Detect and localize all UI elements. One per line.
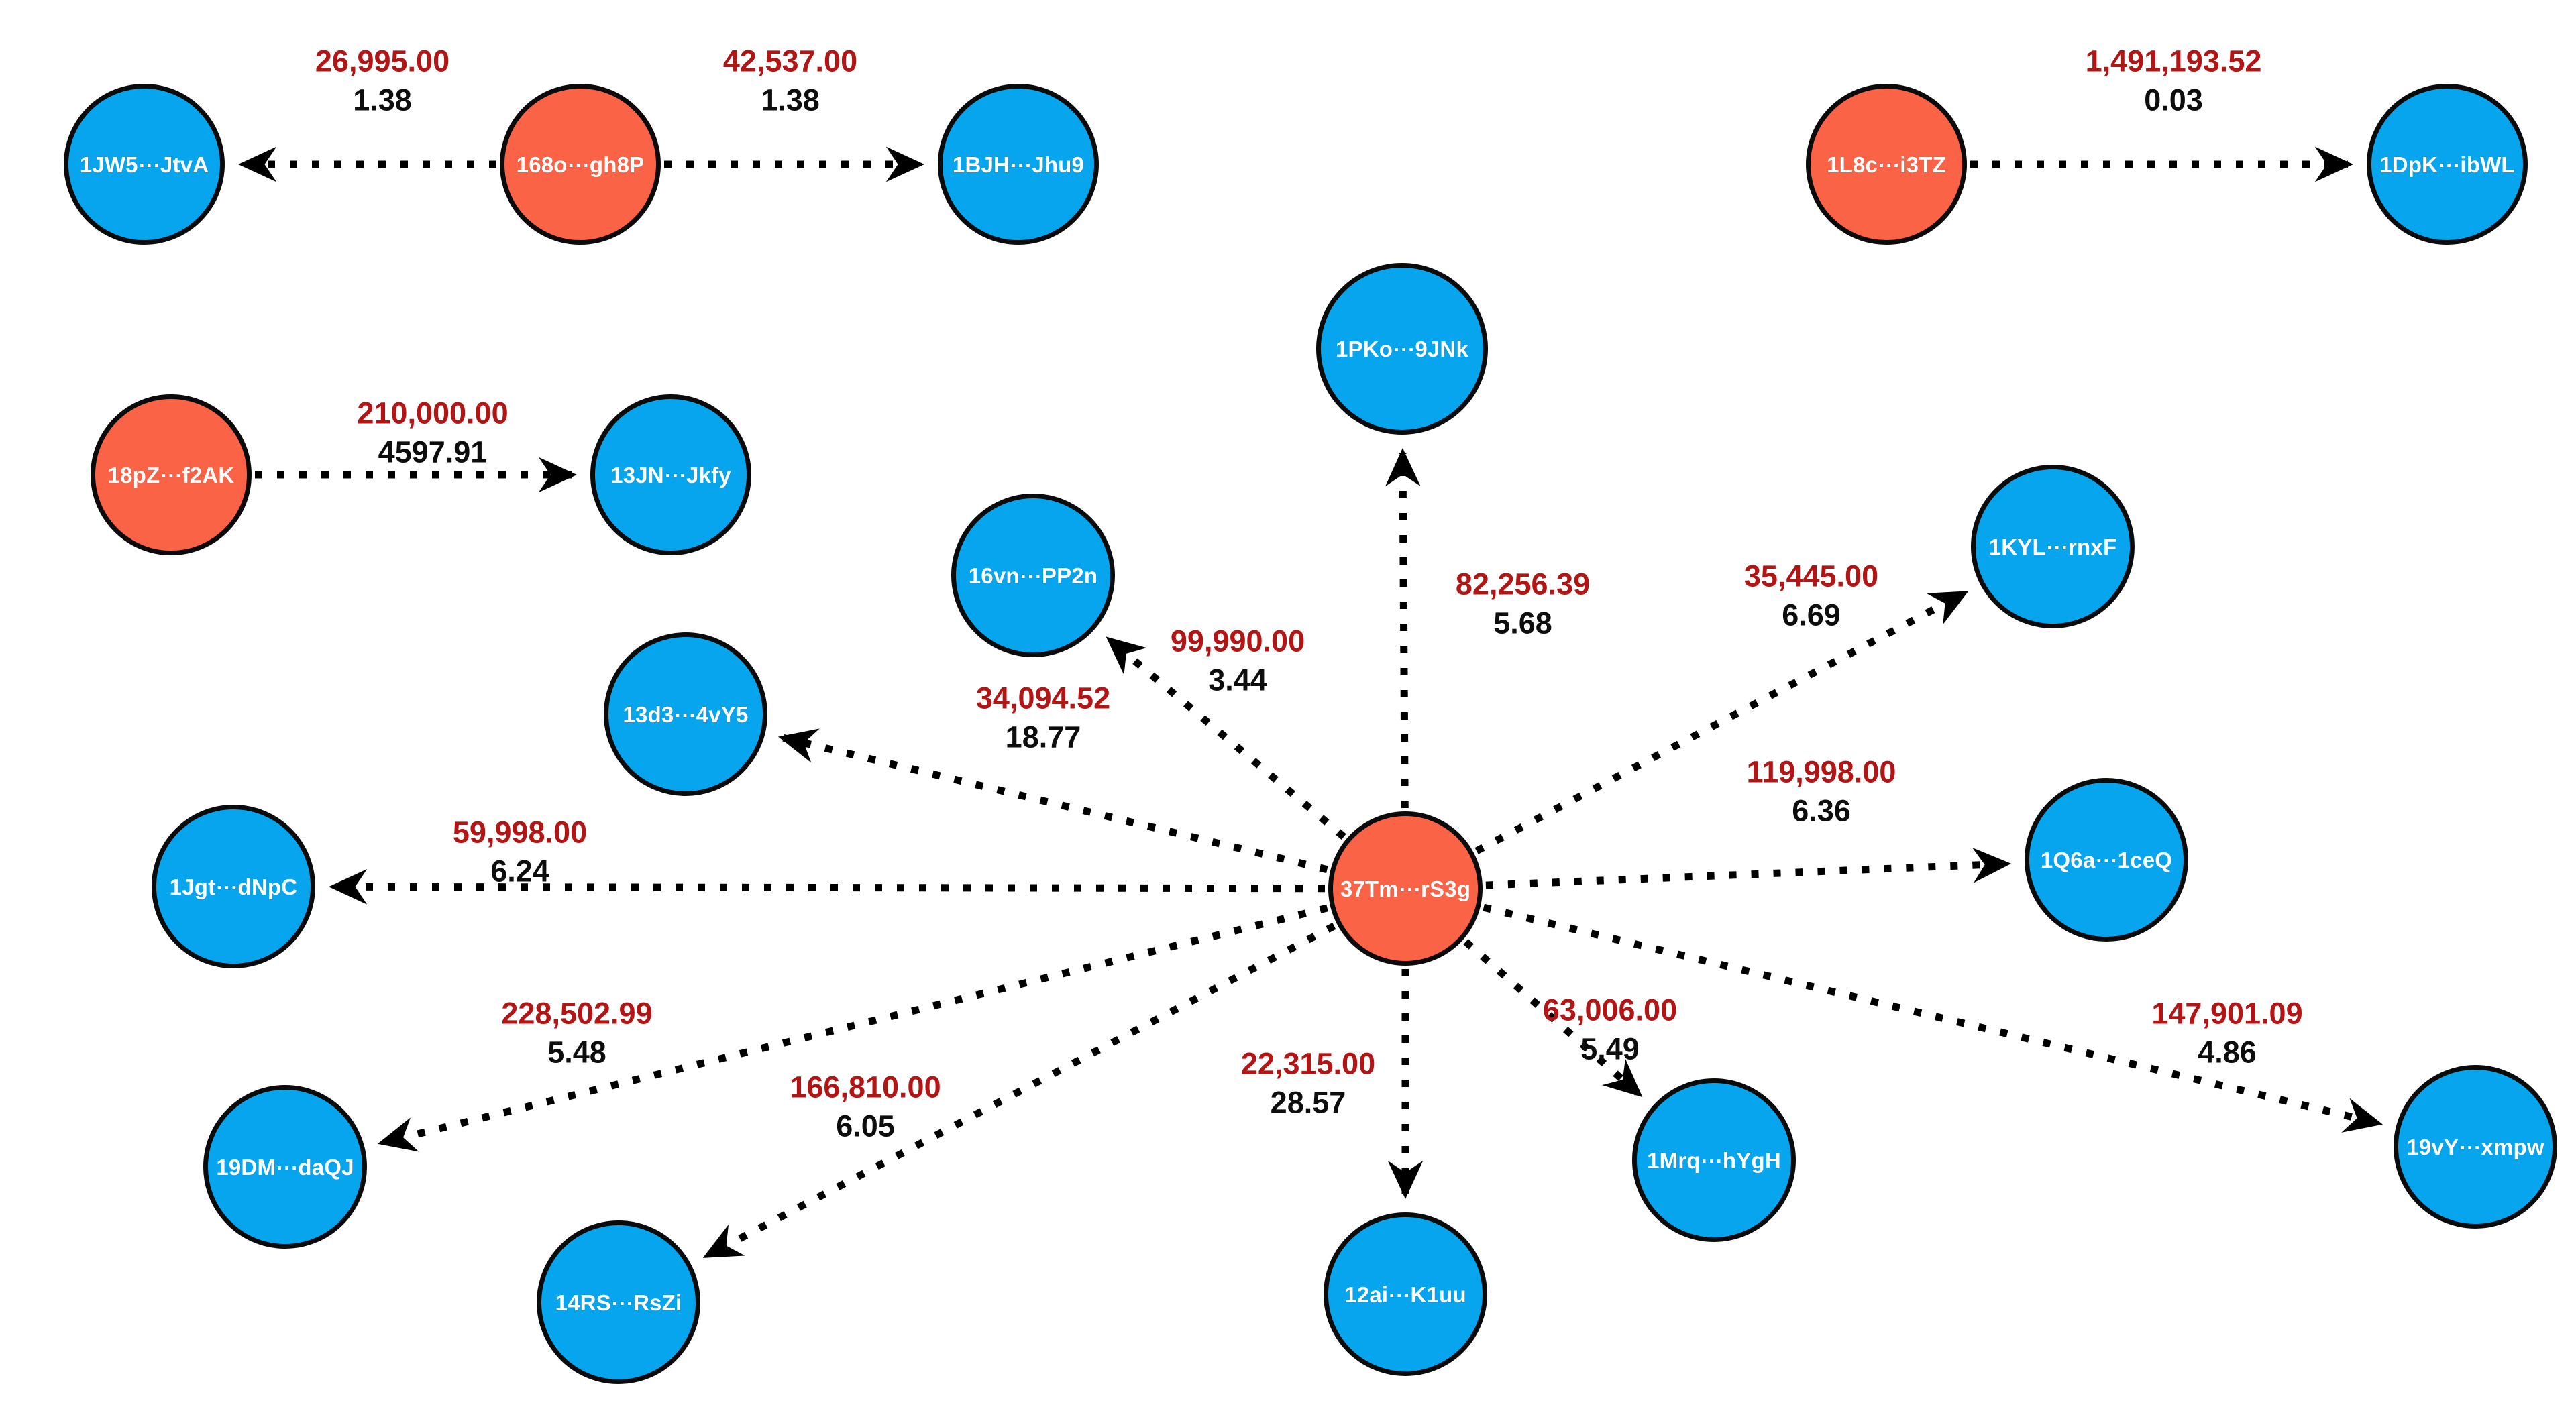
edge-label: 35,445.00 6.69 <box>1744 557 1878 634</box>
graph-node-label: 1BJH⋯Jhu9 <box>952 152 1085 177</box>
edge-label: 228,502.99 5.48 <box>501 994 652 1071</box>
graph-node-n2[interactable]: 168o⋯gh8P <box>500 84 661 245</box>
edge-fee-value: 4597.91 <box>378 435 488 469</box>
graph-node-label: 168o⋯gh8P <box>516 152 645 177</box>
edge-fee-value: 1.38 <box>761 82 820 117</box>
graph-node-label: 1JW5⋯JtvA <box>79 152 209 177</box>
edge-amount-value: 147,901.09 <box>2151 996 2303 1031</box>
graph-edge[interactable] <box>1485 847 2012 889</box>
graph-node-label: 1Q6a⋯1ceQ <box>2040 847 2173 872</box>
edge-fee-value: 5.48 <box>547 1035 606 1069</box>
edge-amount-value: 210,000.00 <box>357 396 508 431</box>
graph-node-n10[interactable]: 1KYL⋯rnxF <box>1971 465 2135 628</box>
edge-fee-value: 6.69 <box>1782 598 1841 632</box>
graph-node-n1[interactable]: 1JW5⋯JtvA <box>64 84 225 245</box>
edge-amount-value: 63,006.00 <box>1542 992 1678 1027</box>
edge-amount-value: 82,256.39 <box>1455 567 1591 602</box>
edge-fee-value: 0.03 <box>2144 82 2203 117</box>
edge-amount-value: 35,445.00 <box>1743 559 1879 593</box>
edge-label: 210,000.00 4597.91 <box>357 394 508 471</box>
graph-node-label: 13d3⋯4vY5 <box>623 701 749 727</box>
graph-node-label: 18pZ⋯f2AK <box>107 462 235 488</box>
graph-node-n19[interactable]: 19vY⋯xmpw <box>2394 1065 2557 1229</box>
graph-node-label: 19vY⋯xmpw <box>2406 1134 2544 1159</box>
graph-node-n15[interactable]: 19DM⋯daQJ <box>203 1085 367 1249</box>
graph-node-n3[interactable]: 1BJH⋯Jhu9 <box>938 84 1099 245</box>
edge-fee-value: 1.38 <box>353 82 412 117</box>
edge-fee-value: 6.05 <box>836 1109 895 1143</box>
graph-node-n16[interactable]: 14RS⋯RsZi <box>537 1220 700 1384</box>
edge-label: 166,810.00 6.05 <box>790 1068 941 1145</box>
graph-node-n13[interactable]: 37Tm⋯rS3g <box>1328 811 1483 966</box>
edge-label: 119,998.00 6.36 <box>1747 752 1896 830</box>
edge-amount-value: 1,491,193.52 <box>2085 44 2262 78</box>
edge-label: 1,491,193.52 0.03 <box>2086 42 2262 119</box>
graph-edge[interactable] <box>377 904 1328 1152</box>
graph-node-label: 1DpK⋯ibWL <box>2379 152 2515 177</box>
edge-fee-value: 5.49 <box>1580 1031 1640 1066</box>
edge-amount-value: 59,998.00 <box>452 815 588 850</box>
graph-node-n11[interactable]: 13d3⋯4vY5 <box>604 632 767 796</box>
graph-node-label: 16vn⋯PP2n <box>968 563 1098 588</box>
graph-node-n14[interactable]: 1Q6a⋯1ceQ <box>2025 778 2188 942</box>
graph-node-n7[interactable]: 13JN⋯Jkfy <box>590 394 751 555</box>
graph-node-label: 1Jgt⋯dNpC <box>169 874 298 899</box>
graph-node-n4[interactable]: 1L8c⋯i3TZ <box>1806 84 1967 245</box>
graph-node-label: 14RS⋯RsZi <box>555 1290 682 1315</box>
edge-amount-value: 166,810.00 <box>790 1070 941 1104</box>
graph-node-n18[interactable]: 1Mrq⋯hYgH <box>1632 1078 1796 1242</box>
edge-amount-value: 228,502.99 <box>501 996 653 1031</box>
graph-node-label: 13JN⋯Jkfy <box>610 462 731 488</box>
graph-node-n5[interactable]: 1DpK⋯ibWL <box>2367 84 2528 245</box>
graph-node-label: 37Tm⋯rS3g <box>1340 876 1471 901</box>
edge-label: 42,537.00 1.38 <box>723 42 857 119</box>
graph-node-label: 1PKo⋯9JNk <box>1335 336 1469 361</box>
edge-amount-value: 99,990.00 <box>1170 624 1305 659</box>
graph-node-label: 1Mrq⋯hYgH <box>1647 1147 1781 1173</box>
edge-amount-value: 22,315.00 <box>1240 1046 1376 1081</box>
edge-amount-value: 42,537.00 <box>722 44 858 78</box>
graph-edge[interactable] <box>777 728 1328 874</box>
edge-amount-value: 26,995.00 <box>315 44 450 78</box>
graph-node-label: 1L8c⋯i3TZ <box>1827 152 1946 177</box>
edge-label: 147,901.09 4.86 <box>2151 994 2302 1071</box>
graph-edge[interactable] <box>328 869 1326 905</box>
edge-label: 59,998.00 6.24 <box>453 813 587 890</box>
edge-fee-value: 18.77 <box>1005 720 1081 754</box>
graph-edge[interactable] <box>702 922 1336 1259</box>
edge-label: 22,315.00 28.57 <box>1241 1044 1375 1121</box>
edge-fee-value: 6.24 <box>490 854 549 888</box>
graph-node-n9[interactable]: 16vn⋯PP2n <box>951 494 1115 657</box>
edge-fee-value: 28.57 <box>1270 1085 1346 1119</box>
graph-edge[interactable] <box>1474 590 1969 854</box>
edge-label: 99,990.00 3.44 <box>1171 622 1305 699</box>
graph-node-n17[interactable]: 12ai⋯K1uu <box>1324 1212 1487 1376</box>
graph-node-label: 1KYL⋯rnxF <box>1988 534 2117 559</box>
graph-node-label: 12ai⋯K1uu <box>1344 1282 1466 1307</box>
edge-label: 26,995.00 1.38 <box>315 42 449 119</box>
graph-edge[interactable] <box>1385 447 1421 809</box>
edge-amount-value: 119,998.00 <box>1746 754 1896 789</box>
graph-node-n6[interactable]: 18pZ⋯f2AK <box>91 394 252 555</box>
edge-amount-value: 34,094.52 <box>975 681 1111 716</box>
graph-edge[interactable] <box>1106 636 1346 840</box>
edge-fee-value: 6.36 <box>1792 793 1851 828</box>
graph-edge[interactable] <box>1463 939 1643 1098</box>
graph-node-label: 19DM⋯daQJ <box>216 1154 354 1180</box>
graph-node-n8[interactable]: 1PKo⋯9JNk <box>1316 263 1488 435</box>
edge-fee-value: 3.44 <box>1208 663 1267 697</box>
edge-label: 34,094.52 18.77 <box>976 679 1110 756</box>
edge-label: 63,006.00 5.49 <box>1543 990 1677 1068</box>
edge-fee-value: 4.86 <box>2198 1035 2257 1069</box>
edge-label: 82,256.39 5.68 <box>1456 565 1590 642</box>
graph-node-n12[interactable]: 1Jgt⋯dNpC <box>152 805 315 968</box>
edge-fee-value: 5.68 <box>1493 606 1552 640</box>
